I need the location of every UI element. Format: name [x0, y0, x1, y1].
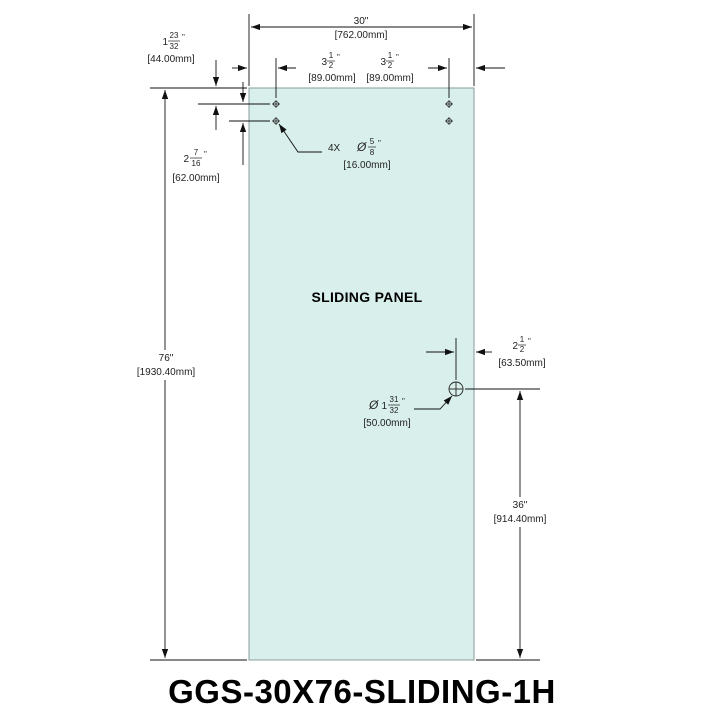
small-hole-qty: 4X [328, 143, 341, 154]
right-inset-whole: 3 [380, 57, 386, 68]
right-inset-unit: " [396, 53, 399, 62]
handle-height-inch-label: 36" [513, 500, 528, 511]
handle-hole-leader [414, 395, 453, 410]
hole-spacing-mm: [62.00mm] [172, 173, 219, 184]
top-offset-dimension [150, 60, 270, 130]
left-inset-mm: [89.00mm] [308, 73, 355, 84]
hole-spacing-unit: " [204, 150, 207, 159]
small-hole-unit: " [378, 139, 381, 148]
handle-hole-num: 31 [390, 395, 399, 404]
left-inset-dimension [232, 58, 505, 98]
width-dimension [248, 14, 475, 86]
small-hole-leader [278, 123, 322, 153]
top-offset-den: 32 [170, 42, 179, 51]
hole-spacing-den: 16 [192, 159, 201, 168]
panel-label: SLIDING PANEL [312, 289, 423, 305]
sliding-panel [248, 87, 475, 661]
left-inset-label: 3 1 2 " [89.00mm] [308, 51, 355, 84]
small-hole [272, 100, 280, 108]
small-hole [272, 117, 280, 125]
small-hole-symbol: Ø [356, 140, 367, 154]
handle-offset-den: 2 [520, 345, 525, 354]
handle-hole-symbol: Ø [368, 398, 379, 412]
left-inset-unit: " [337, 53, 340, 62]
small-hole [445, 100, 453, 108]
handle-offset-mm: [63.50mm] [498, 358, 545, 369]
small-hole [445, 117, 453, 125]
handle-offset-whole: 2 [512, 341, 518, 352]
hole-spacing-num: 7 [194, 148, 199, 157]
right-inset-label: 3 1 2 " [89.00mm] [366, 51, 413, 84]
top-offset-unit: " [182, 33, 185, 42]
right-inset-num: 1 [388, 51, 393, 60]
handle-height-mm-label: [914.40mm] [494, 514, 547, 525]
small-hole-num: 5 [370, 137, 375, 146]
height-mm-label: [1930.40mm] [137, 367, 196, 378]
height-label-bg [118, 350, 210, 380]
right-inset-mm: [89.00mm] [366, 73, 413, 84]
handle-hole-label: Ø 1 31 32 " [50.00mm] [363, 395, 410, 429]
small-hole-den: 8 [370, 148, 375, 157]
hole-spacing-dimension [229, 82, 270, 165]
left-inset-whole: 3 [321, 57, 327, 68]
right-inset-den: 2 [388, 61, 393, 70]
width-inch-label: 30" [354, 16, 369, 27]
hole-spacing-label: 2 7 16 " [62.00mm] [172, 148, 219, 184]
height-inch-label: 76" [159, 353, 174, 364]
part-number-title: GGS-30X76-SLIDING-1H [168, 673, 556, 710]
handle-height-label-bg [484, 497, 556, 527]
hole-spacing-whole: 2 [183, 154, 189, 165]
top-offset-num: 23 [170, 31, 179, 40]
left-inset-den: 2 [329, 61, 334, 70]
handle-hole-den: 32 [390, 406, 399, 415]
handle-offset-num: 1 [520, 335, 525, 344]
handle-hole-whole: 1 [381, 401, 387, 412]
left-inset-num: 1 [329, 51, 334, 60]
small-hole-label: 4X Ø 5 8 " [16.00mm] [328, 137, 391, 171]
small-hole-mm: [16.00mm] [343, 160, 390, 171]
handle-offset-label: 2 1 2 " [63.50mm] [498, 335, 545, 369]
top-offset-whole: 1 [162, 37, 168, 48]
handle-hole [448, 381, 464, 397]
top-offset-mm: [44.00mm] [147, 54, 194, 65]
handle-offset-unit: " [528, 337, 531, 346]
handle-hole-unit: " [402, 397, 405, 406]
handle-offset-dimension [426, 338, 492, 380]
top-offset-label: 1 23 32 " [44.00mm] [147, 31, 194, 65]
width-mm-label: [762.00mm] [335, 30, 388, 41]
handle-hole-mm: [50.00mm] [363, 418, 410, 429]
